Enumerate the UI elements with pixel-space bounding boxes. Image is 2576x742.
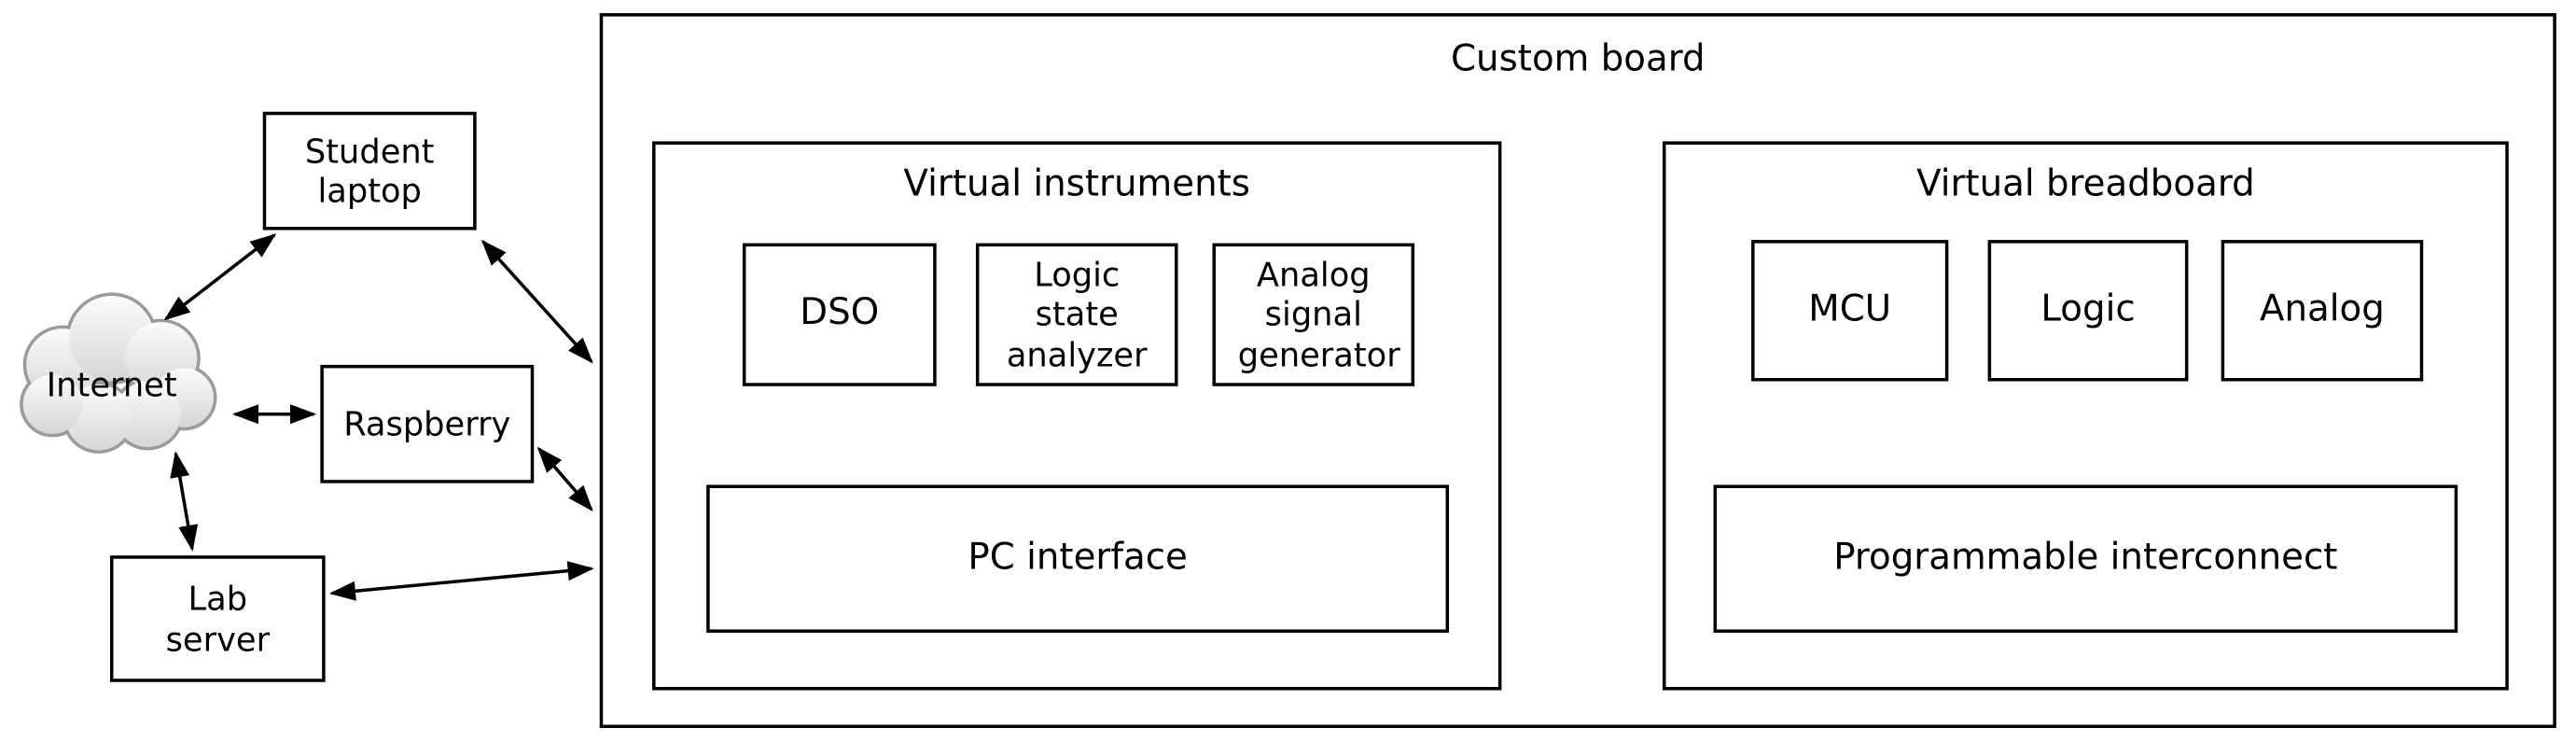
virtual-instruments-title: Virtual instruments — [903, 164, 1250, 206]
logic-state-analyzer-label: Logic state analyzer — [1006, 254, 1148, 374]
logic-label: Logic — [2040, 288, 2136, 330]
pc-interface-label: PC interface — [968, 537, 1188, 579]
edge-internet-lab-server — [170, 451, 199, 552]
node-student-laptop: Student laptop — [262, 111, 477, 231]
node-analog-signal-generator: Analog signal generator — [1212, 243, 1415, 386]
node-raspberry: Raspberry — [320, 364, 535, 483]
dso-label: DSO — [800, 292, 880, 334]
edge-raspberry-custom-board — [536, 446, 593, 511]
student-laptop-label: Student laptop — [304, 131, 435, 211]
custom-board-title: Custom board — [1450, 39, 1706, 81]
node-analog: Analog — [2221, 240, 2424, 382]
virtual-breadboard-title: Virtual breadboard — [1916, 164, 2255, 206]
node-pc-interface: PC interface — [706, 484, 1450, 633]
node-logic: Logic — [1987, 240, 2189, 382]
mcu-label: MCU — [1808, 288, 1892, 330]
node-dso: DSO — [742, 243, 937, 386]
edge-lab-server-custom-board — [328, 561, 594, 601]
internet-cloud-icon — [20, 292, 217, 454]
analog-signal-generator-label: Analog signal generator — [1237, 254, 1400, 374]
node-programmable-interconnect: Programmable interconnect — [1713, 484, 2458, 633]
internet-label: Internet — [46, 364, 177, 405]
edge-internet-student-laptop — [163, 233, 277, 321]
node-mcu: MCU — [1751, 240, 1949, 382]
node-logic-state-analyzer: Logic state analyzer — [975, 243, 1178, 386]
raspberry-label: Raspberry — [343, 403, 511, 444]
programmable-interconnect-label: Programmable interconnect — [1833, 537, 2338, 579]
edge-student-laptop-custom-board — [480, 239, 593, 364]
node-lab-server: Lab server — [109, 555, 326, 682]
lab-server-label: Lab server — [165, 579, 271, 659]
analog-label: Analog — [2260, 288, 2385, 330]
